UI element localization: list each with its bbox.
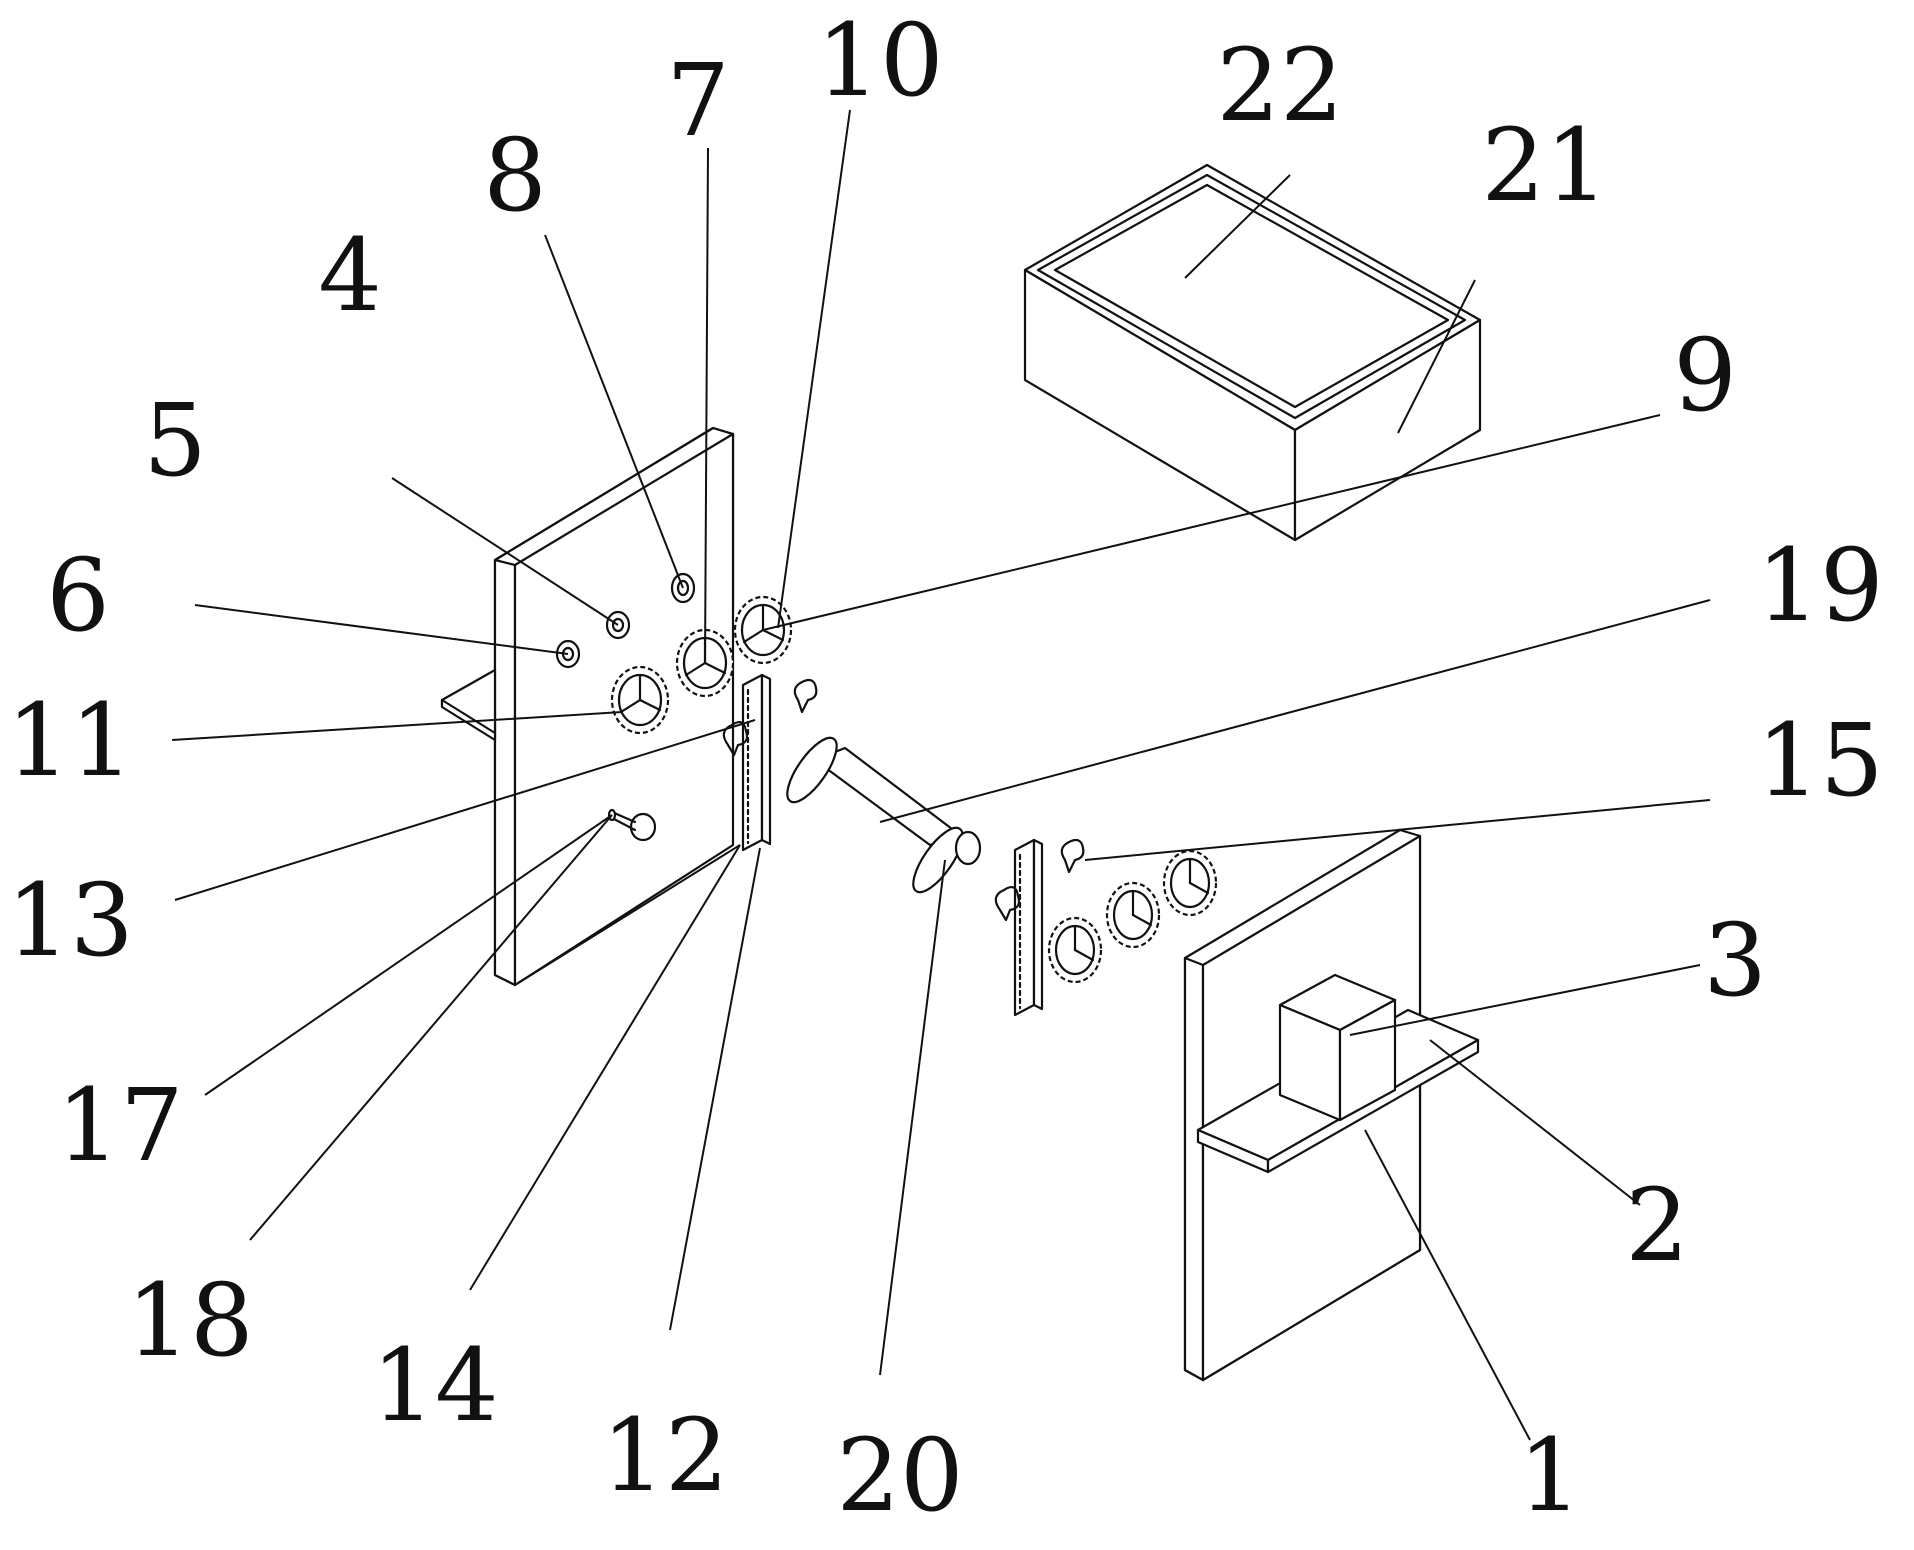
label-7: 7: [666, 42, 730, 159]
label-11: 11: [6, 682, 133, 799]
gear-11: [610, 665, 670, 735]
label-1: 1: [1518, 1417, 1582, 1534]
block-3: [1278, 973, 1397, 1122]
label-14: 14: [371, 1327, 498, 1444]
label-18: 18: [126, 1262, 253, 1379]
label-19: 19: [1756, 527, 1883, 644]
box-21: [1023, 163, 1482, 542]
label-4: 4: [318, 217, 382, 334]
shaft-20: [786, 736, 982, 894]
gear-15-a: [1047, 916, 1103, 984]
label-17: 17: [56, 1067, 183, 1184]
leader-lines: [171, 109, 1711, 1441]
rack-right: [1013, 838, 1044, 1017]
label-8: 8: [483, 117, 547, 234]
label-10: 10: [816, 2, 943, 119]
label-15: 15: [1756, 702, 1883, 819]
rack-12: [741, 673, 772, 852]
label-21: 21: [1481, 107, 1608, 224]
gear-15-b: [1105, 881, 1161, 949]
label-13: 13: [6, 862, 133, 979]
pin-17: [607, 808, 657, 842]
label-20: 20: [836, 1417, 963, 1534]
cam-right: [994, 838, 1085, 922]
gear-15-c: [1162, 849, 1218, 917]
lid-22: [1036, 173, 1467, 420]
label-2: 2: [1625, 1167, 1689, 1284]
label-3: 3: [1703, 902, 1767, 1019]
label-22: 22: [1216, 27, 1343, 144]
label-6: 6: [46, 537, 110, 654]
label-12: 12: [601, 1397, 728, 1514]
reference-labels: 1 2 3 4 5 6 7 8 9 10 11 12 13 14 15 17 1…: [6, 2, 1883, 1534]
label-5: 5: [143, 382, 207, 499]
label-9: 9: [1673, 317, 1737, 434]
